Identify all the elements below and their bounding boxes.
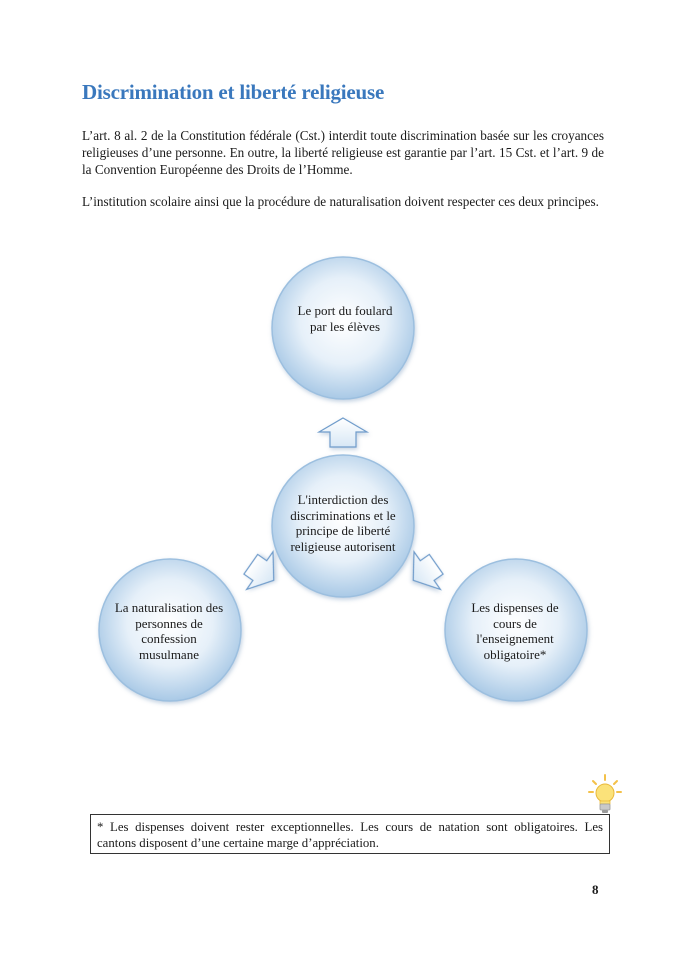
principles-paragraph: L’institution scolaire ainsi que la proc… [82,194,599,209]
circle-center [271,454,415,598]
diagram-left-label: La naturalisation des personnes de confe… [114,600,224,662]
circle-right [444,558,588,702]
page-number: 8 [592,882,599,897]
intro-paragraph: L’art. 8 al. 2 de la Constitution fédéra… [82,128,604,177]
arrow-down-left-icon [243,549,275,591]
footnote-box: * Les dispenses doivent rester exception… [90,814,610,854]
arrow-up-icon [316,417,370,448]
page-title: Discrimination et liberté religieuse [82,80,385,104]
circle-top [271,256,415,400]
lightbulb-icon [588,774,622,813]
diagram-center-label: L'interdiction des discriminations et le… [290,492,396,554]
circle-left [98,558,242,702]
arrow-down-right-icon [412,549,444,591]
diagram-right-label: Les dispenses de cours de l'enseignement… [471,600,559,662]
diagram-top-label: Le port du foulard par les élèves [297,303,393,334]
